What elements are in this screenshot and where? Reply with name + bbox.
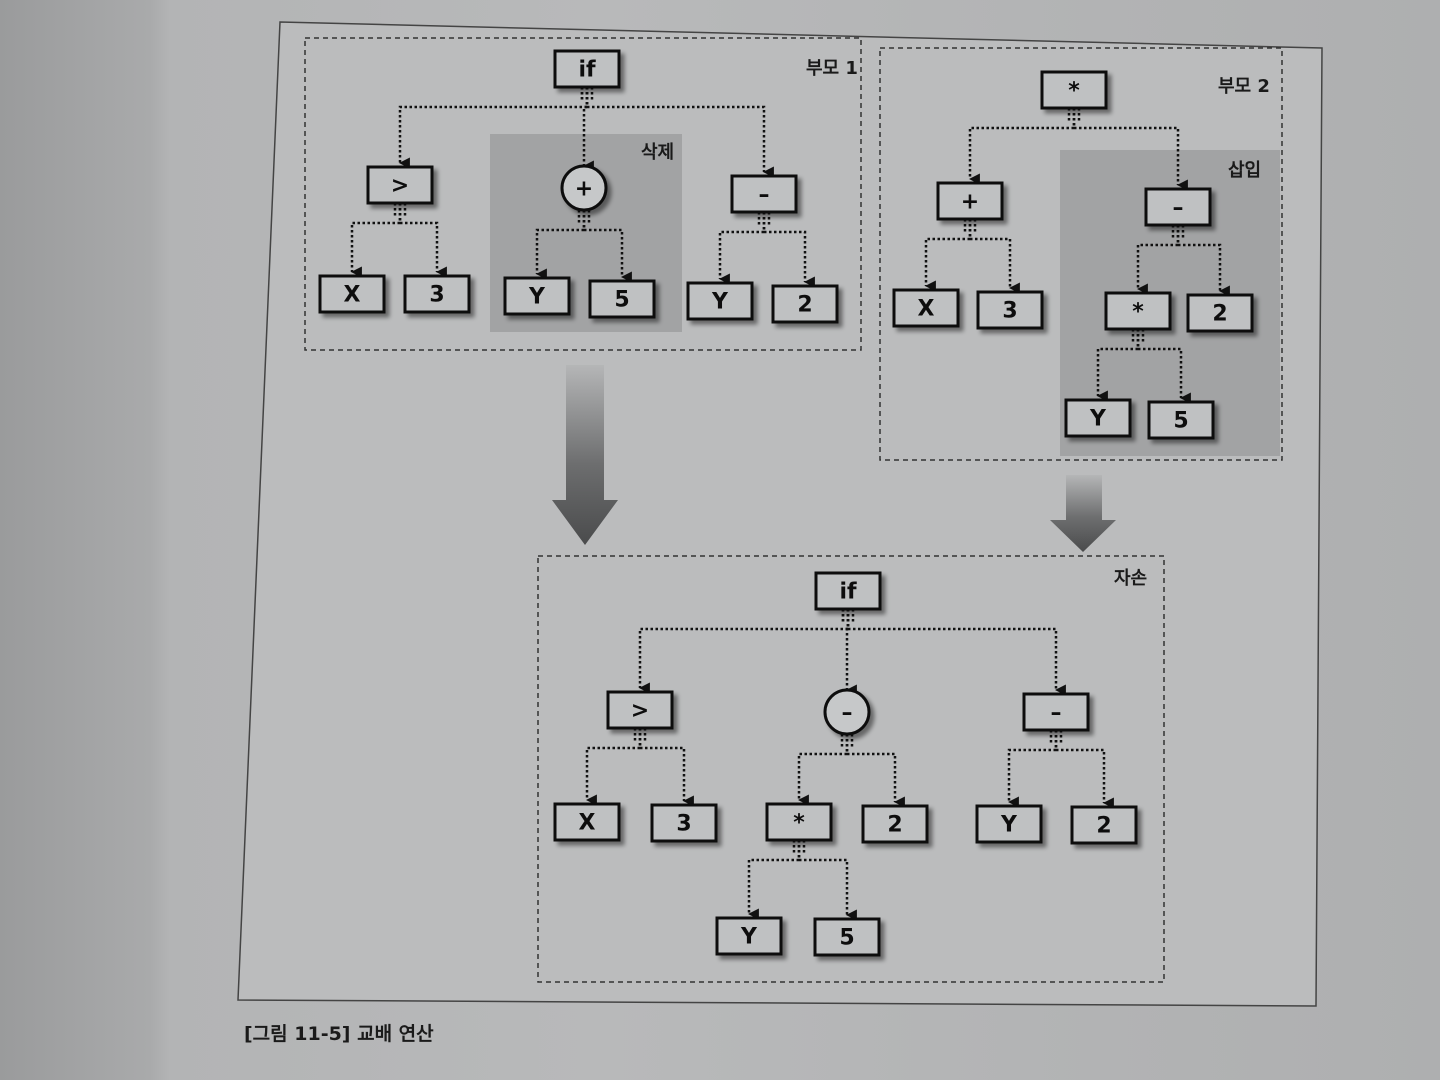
- parent1-node-1-0: Y: [503, 276, 571, 316]
- child-node-1-0-0: Y: [715, 916, 783, 956]
- child-node-2: –: [1022, 692, 1090, 732]
- child-node-1-0-1-text: 5: [839, 926, 854, 951]
- parent1-node-0-0: X: [318, 274, 386, 314]
- child-node-1-0-1: 5: [813, 917, 881, 957]
- child-node-1: –: [823, 688, 871, 736]
- child-node-1-0-0-text: Y: [740, 925, 758, 950]
- parent1-node-2-0: Y: [686, 281, 754, 321]
- parent2-node-0-1-text: 3: [1002, 299, 1017, 324]
- parent2-panel: [879, 47, 1283, 461]
- parent2-node-1-1-text: 2: [1212, 302, 1227, 327]
- parent1-panel: [304, 37, 862, 351]
- parent1-node-0-1-text: 3: [429, 283, 444, 308]
- parent2-node-1-0-1-text: 5: [1173, 409, 1188, 434]
- child-node-root-edge-2: [846, 609, 1066, 696]
- parent1-node-2-1: 2: [771, 284, 839, 324]
- child-node-2-1: 2: [1070, 805, 1138, 845]
- parent1-node-0-0-text: X: [344, 283, 361, 308]
- child-node-0-text: >: [631, 699, 649, 724]
- parent1-node-2-1-text: 2: [797, 293, 812, 318]
- parent2-node-1-text: –: [1173, 196, 1184, 221]
- parent1-node-2-0-text: Y: [711, 290, 729, 315]
- child-node-0-1: 3: [650, 803, 718, 843]
- parent1-node-2-text: –: [759, 183, 770, 208]
- child-node-1-0: *: [765, 802, 833, 842]
- parent2-node-1-0-1: 5: [1147, 400, 1215, 440]
- parent1-node-1: +: [560, 164, 608, 212]
- child-node-1-1: 2: [861, 804, 929, 844]
- parent2-node-0-0-text: X: [918, 297, 935, 322]
- parent2-node-0: +: [936, 181, 1004, 221]
- child-node-root: if: [814, 571, 882, 611]
- delete-label: 삭제: [641, 142, 674, 163]
- parent2-node-1-0: *: [1104, 291, 1172, 331]
- parent2-node-1-0-0-text: Y: [1089, 407, 1107, 432]
- parent1-label: 부모 1: [806, 58, 858, 79]
- tree-edges: [350, 87, 1230, 921]
- parent1-node-1-text: +: [575, 177, 593, 202]
- parent2-node-root-edge-1: [1072, 108, 1188, 191]
- parent1-node-root-text: if: [578, 58, 596, 83]
- child-node-root-text: if: [839, 580, 857, 605]
- parent1-node-1-1: 5: [588, 279, 656, 319]
- child-node-1-text: –: [842, 701, 853, 726]
- child-node-0-0: X: [553, 802, 621, 842]
- child-node-2-edge-1: [1054, 730, 1114, 809]
- child-node-1-0-text: *: [793, 811, 805, 836]
- child-node-0-0-text: X: [579, 811, 596, 836]
- parent1-node-1-0-text: Y: [528, 285, 546, 310]
- figure-caption: [그림 11-5] 교배 연산: [244, 1023, 434, 1045]
- parent2-node-root: *: [1040, 70, 1108, 110]
- parent1-node-2: –: [730, 174, 798, 214]
- child-node-1-0-edge-1: [797, 840, 857, 921]
- child-node-2-text: –: [1051, 701, 1062, 726]
- parent2-node-1: –: [1144, 187, 1212, 227]
- child-node-0-edge-1: [638, 728, 694, 807]
- parent1-node-root: if: [553, 49, 621, 89]
- child-node-2-1-text: 2: [1096, 814, 1111, 839]
- transition-arrow-right: [1050, 475, 1116, 552]
- parent1-node-2-edge-1: [762, 212, 815, 288]
- parent1-node-0: >: [366, 165, 434, 205]
- insert-label: 삽입: [1228, 159, 1261, 181]
- child-node-0: >: [606, 690, 674, 730]
- parent2-node-1-0-edge-1: [1136, 329, 1191, 404]
- parent2-label: 부모 2: [1218, 76, 1270, 97]
- parent2-node-1-edge-1: [1176, 225, 1230, 297]
- child-node-1-1-text: 2: [887, 813, 902, 838]
- parent1-node-1-1-text: 5: [614, 288, 629, 313]
- parent1-node-0-text: >: [391, 174, 409, 199]
- parent2-node-0-text: +: [961, 190, 979, 215]
- child-label: 자손: [1114, 568, 1147, 589]
- parent1-node-root-edge-2: [585, 87, 774, 178]
- child-node-2-0: Y: [975, 804, 1043, 844]
- parent2-node-1-0-text: *: [1132, 300, 1144, 325]
- parent2-node-1-0-0: Y: [1064, 398, 1132, 438]
- tree-nodes: if > X 3 + Y 5 – Y 2 * + X 3 – * Y 5 2 if > X 3 – * Y 5 2 – Y 2: [318, 49, 1254, 957]
- parent2-node-1-1: 2: [1186, 293, 1254, 333]
- child-node-1-edge-1: [845, 734, 905, 808]
- transition-arrow-left: [552, 365, 618, 545]
- parent1-node-0-1: 3: [403, 274, 471, 314]
- parent1-node-0-edge-1: [398, 203, 447, 278]
- child-node-2-0-text: Y: [1000, 813, 1018, 838]
- parent2-node-0-0: X: [892, 288, 960, 328]
- child-panel: [537, 555, 1165, 983]
- parent2-node-0-edge-1: [968, 219, 1020, 294]
- parent2-node-0-1: 3: [976, 290, 1044, 330]
- parent1-node-1-edge-1: [582, 210, 632, 283]
- parent2-node-root-text: *: [1068, 79, 1080, 104]
- child-node-0-1-text: 3: [676, 812, 691, 837]
